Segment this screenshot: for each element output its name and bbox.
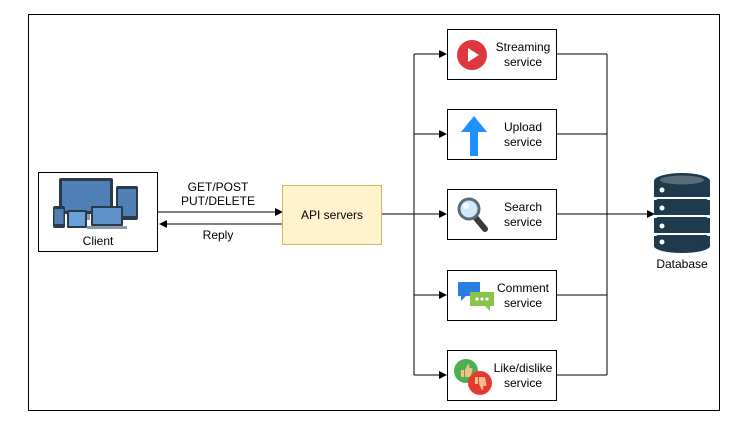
api-servers-box: API servers [282, 185, 382, 245]
api-servers-label: API servers [300, 208, 363, 222]
comment-service-box: Comment service [447, 270, 557, 321]
reply-label: Reply [202, 228, 234, 242]
streaming-service-box: Streaming service [447, 29, 557, 80]
magnifier-icon [457, 197, 488, 232]
search-service-box: Search service [447, 189, 557, 240]
upload-arrow-icon [461, 116, 487, 156]
request-methods-line2: PUT/DELETE [180, 194, 255, 208]
service-label-line2: service [503, 215, 542, 229]
service-label-line2: service [503, 376, 542, 390]
service-label-line1: Streaming [495, 40, 551, 54]
service-label-line2: service [503, 135, 542, 149]
service-label-line2: service [503, 296, 542, 310]
devices-icon [53, 178, 138, 229]
like-dislike-service-box: Like/dislike service [447, 350, 557, 401]
request-methods-line1: GET/POST [187, 180, 249, 194]
client-box: Client [38, 172, 158, 252]
database-label: Database [656, 257, 708, 271]
service-label-line1: Upload [503, 120, 543, 134]
service-label-line1: Comment [496, 281, 549, 295]
service-label-line1: Search [503, 200, 543, 214]
thumbs-icon [454, 359, 492, 395]
play-icon [457, 40, 487, 70]
service-label-line1: Like/dislike [493, 361, 553, 375]
service-label-line2: service [503, 55, 542, 69]
chat-bubbles-icon [458, 282, 494, 311]
diagram-frame [28, 14, 720, 411]
client-label: Client [82, 234, 114, 248]
database-icon [654, 173, 710, 253]
upload-service-box: Upload service [447, 109, 557, 160]
